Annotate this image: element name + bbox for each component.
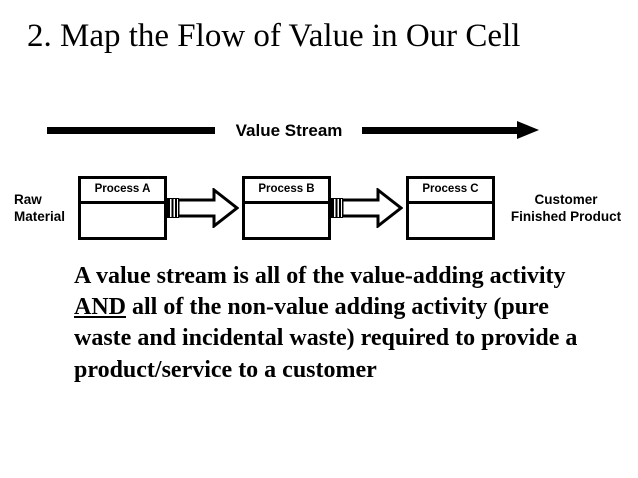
value-stream-line-left: [47, 127, 215, 134]
customer-finished-product-label: Customer Finished Product: [510, 192, 622, 224]
connector-b-to-c: [331, 188, 403, 228]
hollow-block-arrow-icon: [342, 188, 403, 228]
connector-a-to-b: [167, 188, 239, 228]
process-b-body: [245, 204, 328, 237]
process-c-header: Process C: [409, 179, 492, 204]
process-a-header: Process A: [81, 179, 164, 204]
value-stream-label: Value Stream: [235, 121, 343, 140]
process-box-a: Process A: [78, 176, 167, 240]
value-stream-arrow: Value Stream: [47, 118, 539, 144]
process-c-body: [409, 204, 492, 237]
body-text-part1: A value stream is all of the value-addin…: [74, 263, 566, 289]
process-b-label: Process B: [258, 183, 315, 196]
raw-material-label: Raw Material: [14, 192, 66, 224]
body-text-emphasis: AND: [74, 294, 126, 321]
process-box-c: Process C: [406, 176, 495, 240]
process-c-label: Process C: [422, 183, 479, 196]
value-stream-line-right: [362, 127, 519, 134]
body-text-part2: all of the non-value adding activity (pu…: [74, 294, 578, 383]
value-stream-flow-diagram: Raw Material Process A Process B: [0, 170, 638, 248]
page-title: 2. Map the Flow of Value in Our Cell: [27, 18, 521, 54]
process-box-b: Process B: [242, 176, 331, 240]
process-a-label: Process A: [94, 183, 151, 196]
process-b-header: Process B: [245, 179, 328, 204]
value-stream-arrowhead-icon: [517, 121, 539, 139]
body-paragraph: A value stream is all of the value-addin…: [74, 261, 594, 386]
process-a-body: [81, 204, 164, 237]
hollow-block-arrow-icon: [178, 188, 239, 228]
